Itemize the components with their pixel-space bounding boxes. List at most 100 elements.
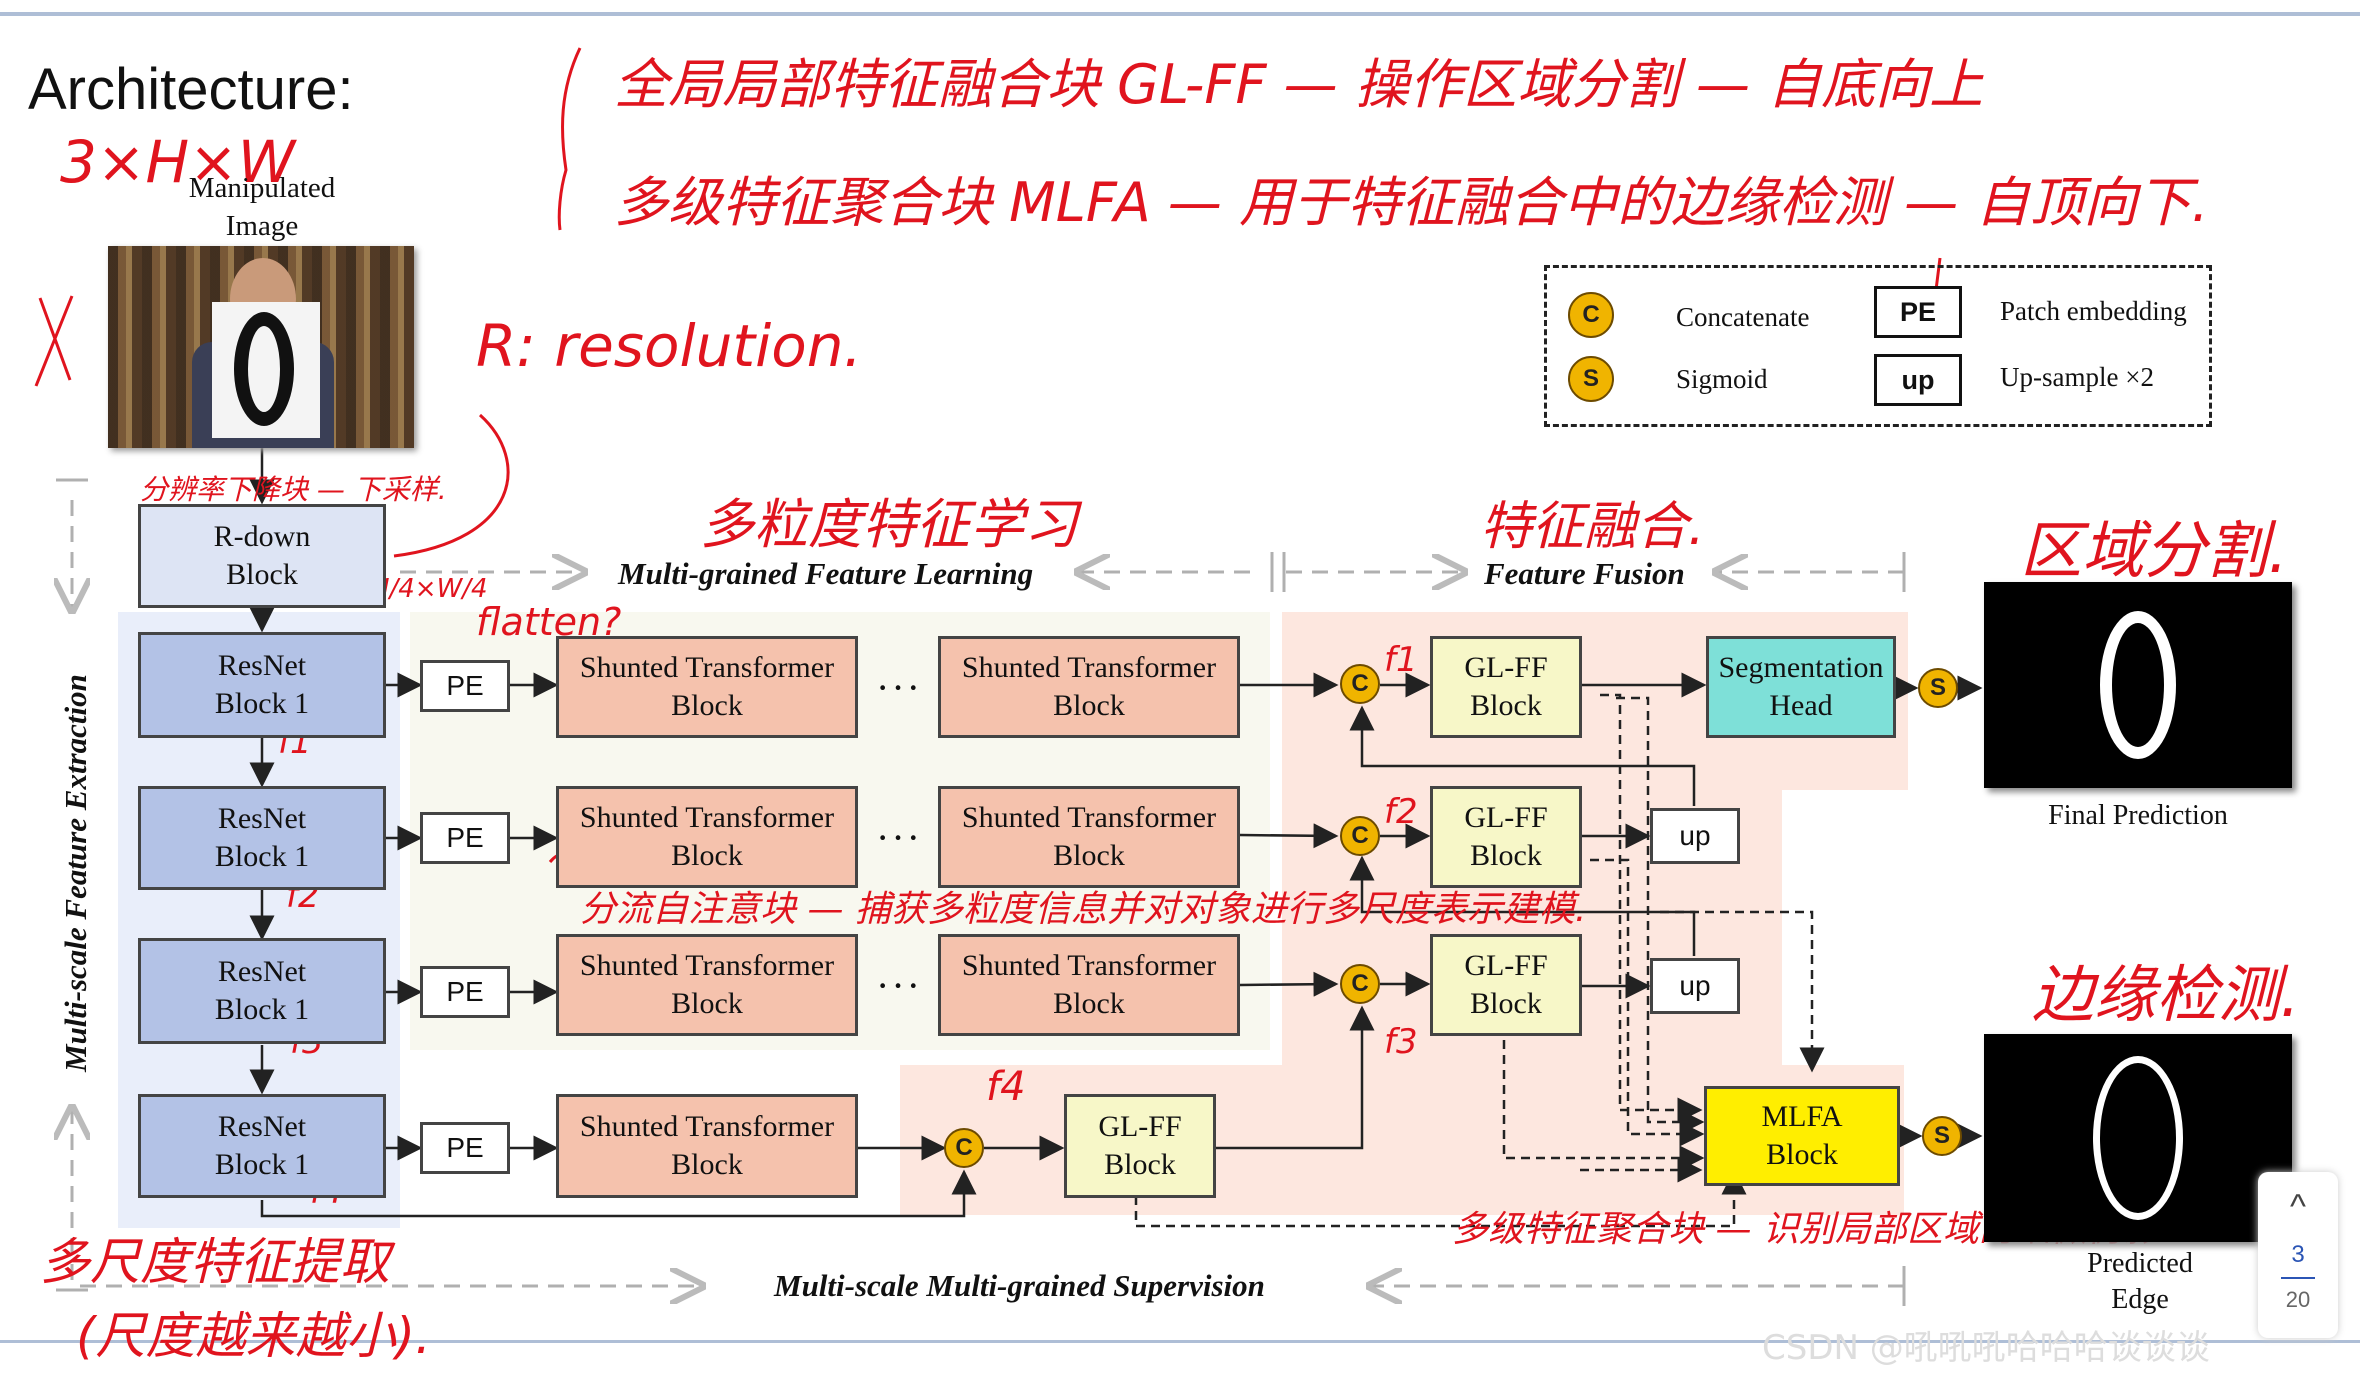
legend-up-symbol: up bbox=[1874, 354, 1962, 406]
input-label-line2: Image bbox=[225, 209, 299, 242]
glff-sub: Block bbox=[1470, 987, 1542, 1020]
annotation-f4-fusion: f4 bbox=[986, 1064, 1026, 1110]
resnet-label: ResNet bbox=[217, 801, 307, 835]
manipulated-image bbox=[108, 246, 414, 448]
shunted-label: Shunted Transformer bbox=[579, 800, 835, 834]
sigmoid-circle-edge: S bbox=[1922, 1116, 1962, 1156]
annotation-seg: 区域分割. bbox=[2020, 514, 2288, 587]
shunted-sub: Block bbox=[671, 689, 743, 722]
ellipsis-r3: ··· bbox=[876, 963, 922, 1008]
mlfa-sub: Block bbox=[1766, 1138, 1838, 1171]
shunted-sub: Block bbox=[671, 1148, 743, 1181]
rdown-label-1: R-down bbox=[213, 519, 311, 553]
predicted-edge-line2: Edge bbox=[2111, 1284, 2169, 1316]
legend-concat-symbol: C bbox=[1568, 292, 1614, 338]
pe-block-3: PE bbox=[420, 966, 510, 1018]
shunted-label: Shunted Transformer bbox=[579, 650, 835, 684]
legend-up-label: Up-sample ×2 bbox=[2000, 362, 2154, 392]
seg-label: Segmentation bbox=[1718, 650, 1884, 684]
top-border bbox=[0, 12, 2360, 16]
upsample-block-2: up bbox=[1650, 958, 1740, 1014]
glff-label: GL-FF bbox=[1464, 650, 1548, 684]
sign-digit bbox=[234, 312, 294, 426]
predicted-mask-digit bbox=[2100, 611, 2176, 759]
legend-concat-label: Concatenate bbox=[1676, 302, 1810, 332]
shunted-sub: Block bbox=[1053, 987, 1125, 1020]
upsample-block-1: up bbox=[1650, 808, 1740, 864]
glff-block-4: GL-FF Block bbox=[1064, 1094, 1216, 1198]
final-prediction-label: Final Prediction bbox=[2048, 800, 2228, 831]
annotation-f3-fusion: f3 bbox=[1384, 1022, 1418, 1062]
resnet-label: ResNet bbox=[217, 1109, 307, 1143]
legend bbox=[1544, 265, 2212, 427]
annotation-line-1: 全局局部特征融合块 GL-FF — 操作区域分割 — 自底向上 bbox=[614, 53, 1984, 116]
annotation-multiscale-2: (尺度越来越小). bbox=[76, 1307, 431, 1365]
glff-label: GL-FF bbox=[1464, 948, 1548, 982]
annotation-mfl: 多粒度特征学习 bbox=[700, 493, 1078, 556]
annotation-edge: 边缘检测. bbox=[2032, 958, 2300, 1031]
slide-nav: ^ 3 20 bbox=[2258, 1172, 2338, 1338]
shunted-sub: Block bbox=[671, 987, 743, 1020]
shunted-label: Shunted Transformer bbox=[579, 948, 835, 982]
final-prediction-image bbox=[1984, 582, 2292, 788]
shunted-label: Shunted Transformer bbox=[961, 800, 1217, 834]
resnet-sub: Block 1 bbox=[214, 993, 310, 1026]
resnet-sub: Block 1 bbox=[214, 1148, 310, 1181]
glff-label: GL-FF bbox=[1098, 1109, 1182, 1143]
glff-sub: Block bbox=[1104, 1148, 1176, 1181]
annotation-f2-fusion: f2 bbox=[1384, 792, 1418, 832]
nav-divider bbox=[2281, 1277, 2315, 1279]
section-ff: Feature Fusion bbox=[1484, 556, 1685, 591]
ellipsis-r2: ··· bbox=[876, 815, 922, 860]
resnet-sub: Block 1 bbox=[214, 840, 310, 873]
predicted-edge-digit bbox=[2093, 1056, 2183, 1220]
annotation-ff: 特征融合. bbox=[1480, 497, 1705, 557]
section-mse: Multi-scale Feature Extraction bbox=[58, 674, 93, 1072]
concat-circle-2: C bbox=[1340, 816, 1380, 856]
pe-block-1: PE bbox=[420, 660, 510, 712]
resnet-sub: Block 1 bbox=[214, 687, 310, 720]
legend-sigmoid-label: Sigmoid bbox=[1676, 364, 1768, 394]
glff-sub: Block bbox=[1470, 839, 1542, 872]
annotation-dims: 3×H×W bbox=[60, 128, 296, 196]
concat-circle-3: C bbox=[1340, 964, 1380, 1004]
shunted-sub: Block bbox=[1053, 689, 1125, 722]
shunted-label: Shunted Transformer bbox=[961, 948, 1217, 982]
nav-total-pages: 20 bbox=[2285, 1287, 2311, 1312]
predicted-edge-line1: Predicted bbox=[2087, 1248, 2193, 1279]
nav-up-arrow[interactable]: ^ bbox=[2290, 1188, 2306, 1226]
annotation-rdown: 分辨率下降块 — 下采样. bbox=[140, 473, 447, 506]
annotation-shunt: 分流自注意块 — 捕获多粒度信息并对对象进行多尺度表示建模. bbox=[580, 889, 1587, 930]
legend-pe-label: Patch embedding bbox=[2000, 296, 2187, 326]
glff-label: GL-FF bbox=[1464, 800, 1548, 834]
concat-circle-1: C bbox=[1340, 664, 1380, 704]
legend-sigmoid-symbol: S bbox=[1568, 356, 1614, 402]
shunted-sub: Block bbox=[1053, 839, 1125, 872]
slide-title: Architecture: bbox=[28, 57, 354, 122]
shunted-label: Shunted Transformer bbox=[961, 650, 1217, 684]
annotation-line-2: 多级特征聚合块 MLFA — 用于特征融合中的边缘检测 — 自顶向下. bbox=[614, 171, 2209, 234]
annotation-resolution: R: resolution. bbox=[476, 312, 862, 380]
sigmoid-circle-seg: S bbox=[1918, 668, 1958, 708]
seg-sub: Head bbox=[1769, 689, 1833, 722]
glff-block-3: GL-FF Block bbox=[1430, 934, 1582, 1036]
csdn-watermark: CSDN @吼吼吼哈哈哈谈谈谈 bbox=[1762, 1328, 2210, 1368]
ellipsis-r1: ··· bbox=[876, 665, 922, 710]
shunted-label: Shunted Transformer bbox=[579, 1109, 835, 1143]
glff-block-2: GL-FF Block bbox=[1430, 786, 1582, 888]
input-label-line1: Manipulated bbox=[188, 172, 336, 204]
bottom-border bbox=[0, 1340, 2360, 1343]
resnet-label: ResNet bbox=[217, 954, 307, 988]
